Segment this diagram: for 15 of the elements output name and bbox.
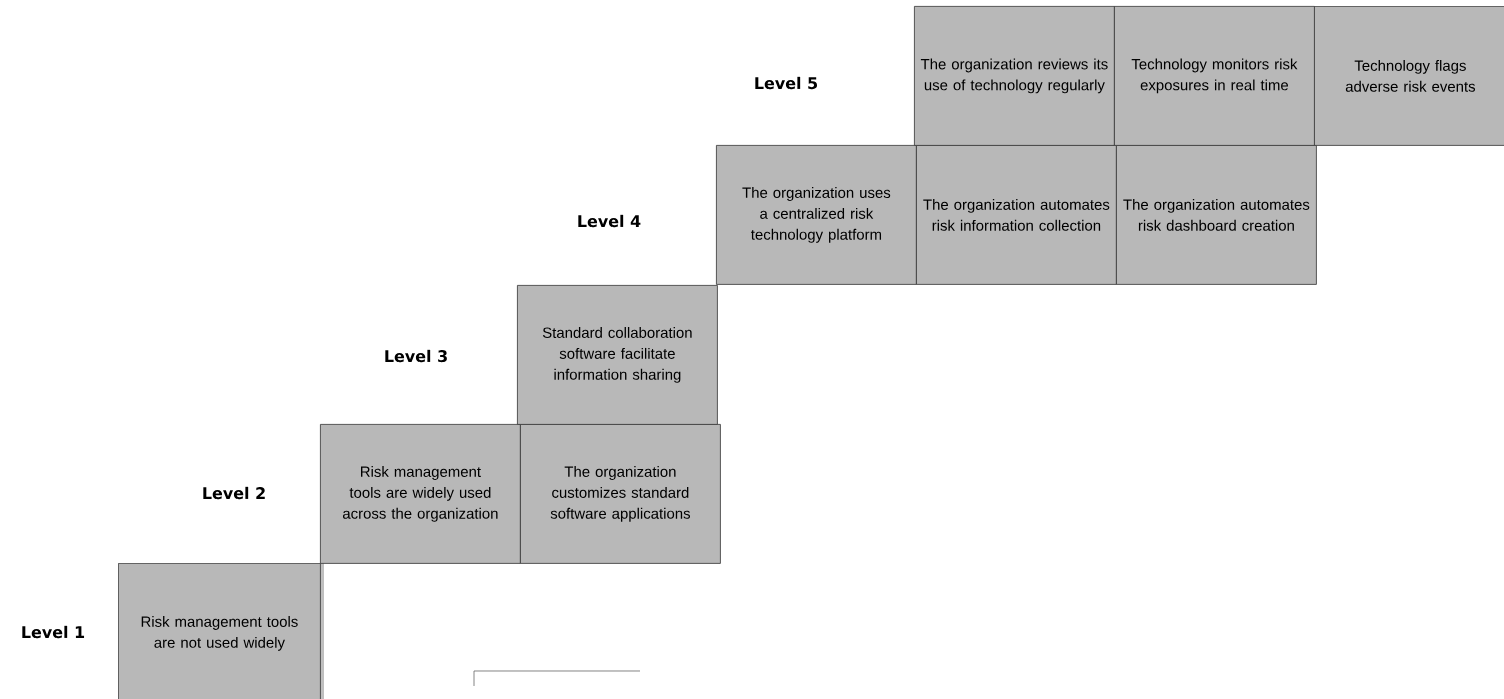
step-box: Technology flags adverse risk events bbox=[1314, 6, 1504, 146]
step-box: Standard collaboration software facilitate information sharing bbox=[517, 285, 718, 425]
step-box: Risk management tools are widely used across the organization bbox=[320, 424, 521, 564]
step-box: The organization customizes standard software applications bbox=[520, 424, 721, 564]
step-box: The organization uses a centralized risk technology platform bbox=[716, 145, 917, 285]
level-label: Level 4 bbox=[578, 214, 641, 228]
step-box: The organization automates risk dashboard creation bbox=[1116, 145, 1317, 285]
step-box: The organization reviews its use of technology regularly bbox=[914, 6, 1115, 146]
level-label: Level 3 bbox=[385, 349, 447, 363]
level-label: Level 1 bbox=[22, 625, 85, 639]
level-label: Level 5 bbox=[755, 76, 817, 90]
step-box: The organization automates risk information collection bbox=[916, 145, 1117, 285]
step-box: Technology monitors risk exposures in real time bbox=[1114, 6, 1315, 146]
step-box: Risk management tools are not used widely bbox=[118, 563, 321, 699]
level-label: Level 2 bbox=[203, 486, 265, 500]
